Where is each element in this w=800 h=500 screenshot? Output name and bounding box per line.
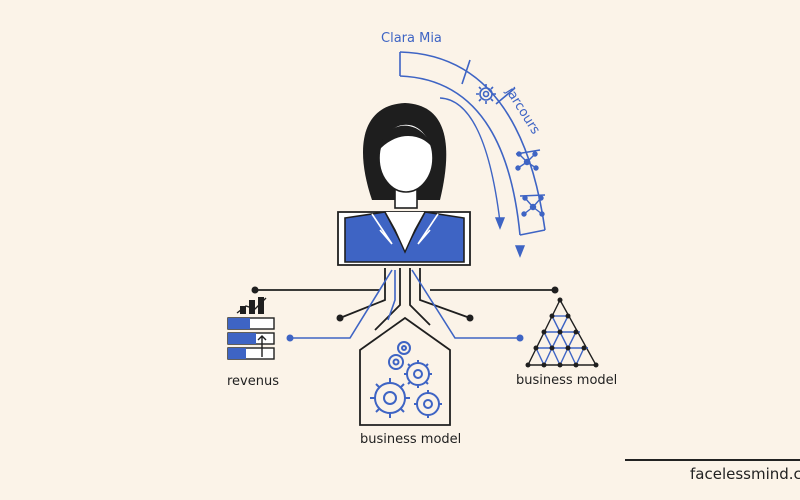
arc-arrows — [439, 97, 526, 258]
arc-ribbon — [399, 51, 546, 236]
person-avatar — [337, 103, 471, 266]
network-icon — [521, 195, 545, 217]
revenue-chart-icon — [227, 297, 275, 360]
business-model-right-label: business model — [516, 373, 618, 388]
gears-house-icon — [359, 316, 451, 426]
gear-icon — [476, 84, 496, 104]
footer-divider — [625, 459, 800, 461]
connector-lines — [255, 268, 555, 331]
business-model-bottom-label: business model — [360, 432, 462, 447]
network-icon — [515, 151, 539, 171]
revenue-label: revenus — [227, 374, 279, 389]
connector-dots — [251, 286, 559, 342]
connector-lines-blue — [290, 269, 520, 339]
person-name-label: Clara Mia — [381, 31, 442, 46]
footer-brand-text: facelessmind.co — [690, 465, 800, 483]
triangle-network-icon — [525, 297, 599, 368]
